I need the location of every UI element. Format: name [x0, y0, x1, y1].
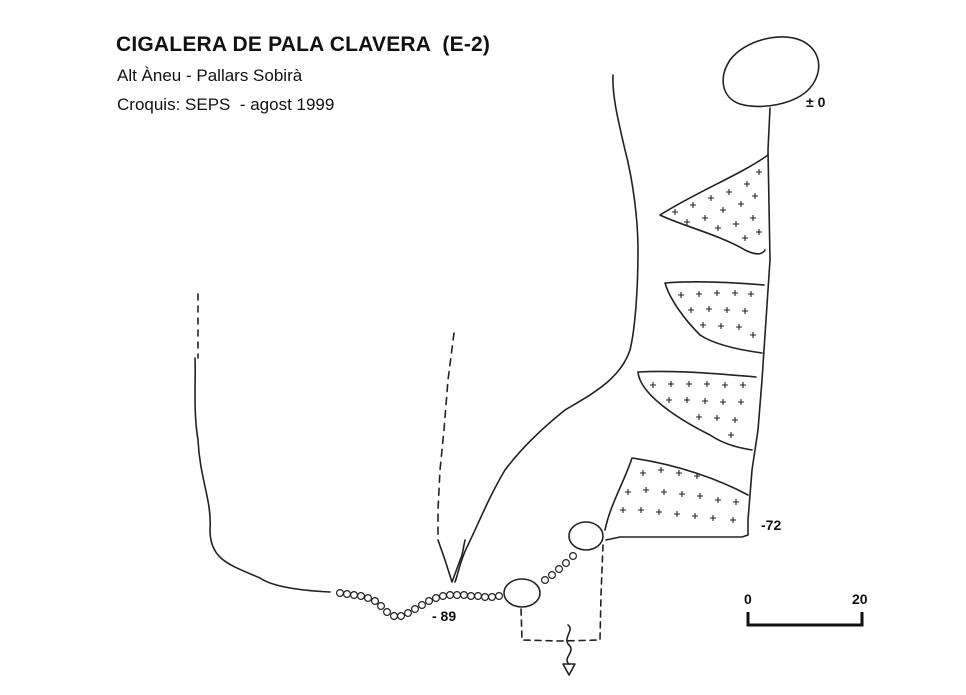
- left-passage-wall: [194, 357, 331, 593]
- scale-end-label: 20: [852, 591, 868, 607]
- continuation-arrow: [562, 663, 576, 676]
- survey-location: Alt Àneu - Pallars Sobirà: [117, 66, 303, 85]
- shaft-right-wall: [605, 107, 771, 541]
- depth-label-shaft-bottom: -72: [761, 517, 782, 533]
- ledge-3: [637, 370, 757, 451]
- ledge-crosses: [620, 169, 762, 523]
- continuation-squiggle: [566, 624, 572, 665]
- ledge-4: [604, 457, 749, 531]
- ledge-1: [659, 154, 769, 255]
- scale-start-label: 0: [744, 591, 752, 607]
- depth-label-lowest: - 89: [432, 608, 457, 624]
- scale-bar: [746, 612, 864, 627]
- central-dashed-shaft: [437, 332, 455, 541]
- ledge-2: [664, 280, 765, 354]
- boulder-lower: [503, 578, 541, 608]
- rope-chain: [336, 551, 577, 620]
- shaft-left-wall: [454, 74, 639, 583]
- survey-credit: Croquis: SEPS - agost 1999: [117, 95, 335, 114]
- rope-beads: [336, 551, 577, 620]
- lower-dashed-passage: [520, 544, 604, 642]
- entrance-opening: [722, 36, 820, 108]
- central-shaft-tip: [437, 539, 466, 583]
- survey-title: CIGALERA DE PALA CLAVERA (E-2): [116, 33, 491, 56]
- boulder-upper: [568, 521, 604, 551]
- depth-label-entrance: ± 0: [806, 94, 826, 110]
